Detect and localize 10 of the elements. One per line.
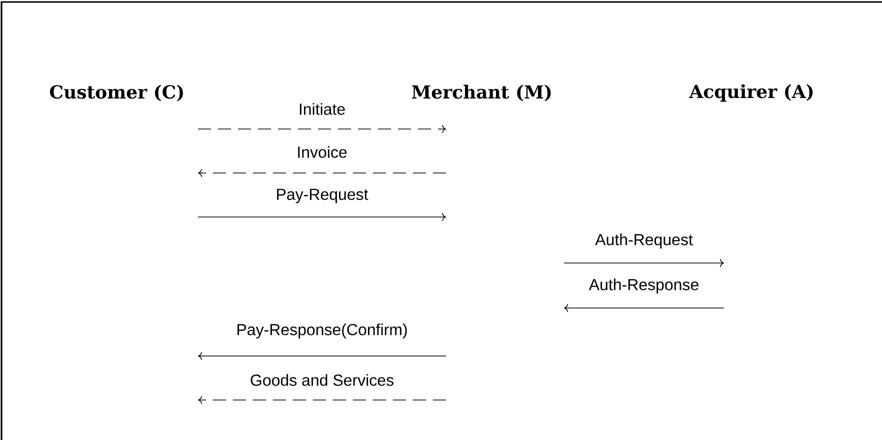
participant-label: Acquirer (A) [689, 84, 813, 102]
message-label: Pay-Response(Confirm) [238, 324, 407, 338]
message-label: Auth-Response [588, 278, 698, 294]
message-label: Auth-Request [595, 234, 693, 248]
message-label: Goods and Services [250, 374, 394, 386]
participant-label: Merchant (M) [412, 84, 551, 102]
message-label: Pay-Request [277, 188, 368, 204]
participant-label: Customer (C) [50, 84, 183, 102]
message-label: Invoice [298, 146, 347, 158]
message-label: Initiate [300, 103, 345, 115]
